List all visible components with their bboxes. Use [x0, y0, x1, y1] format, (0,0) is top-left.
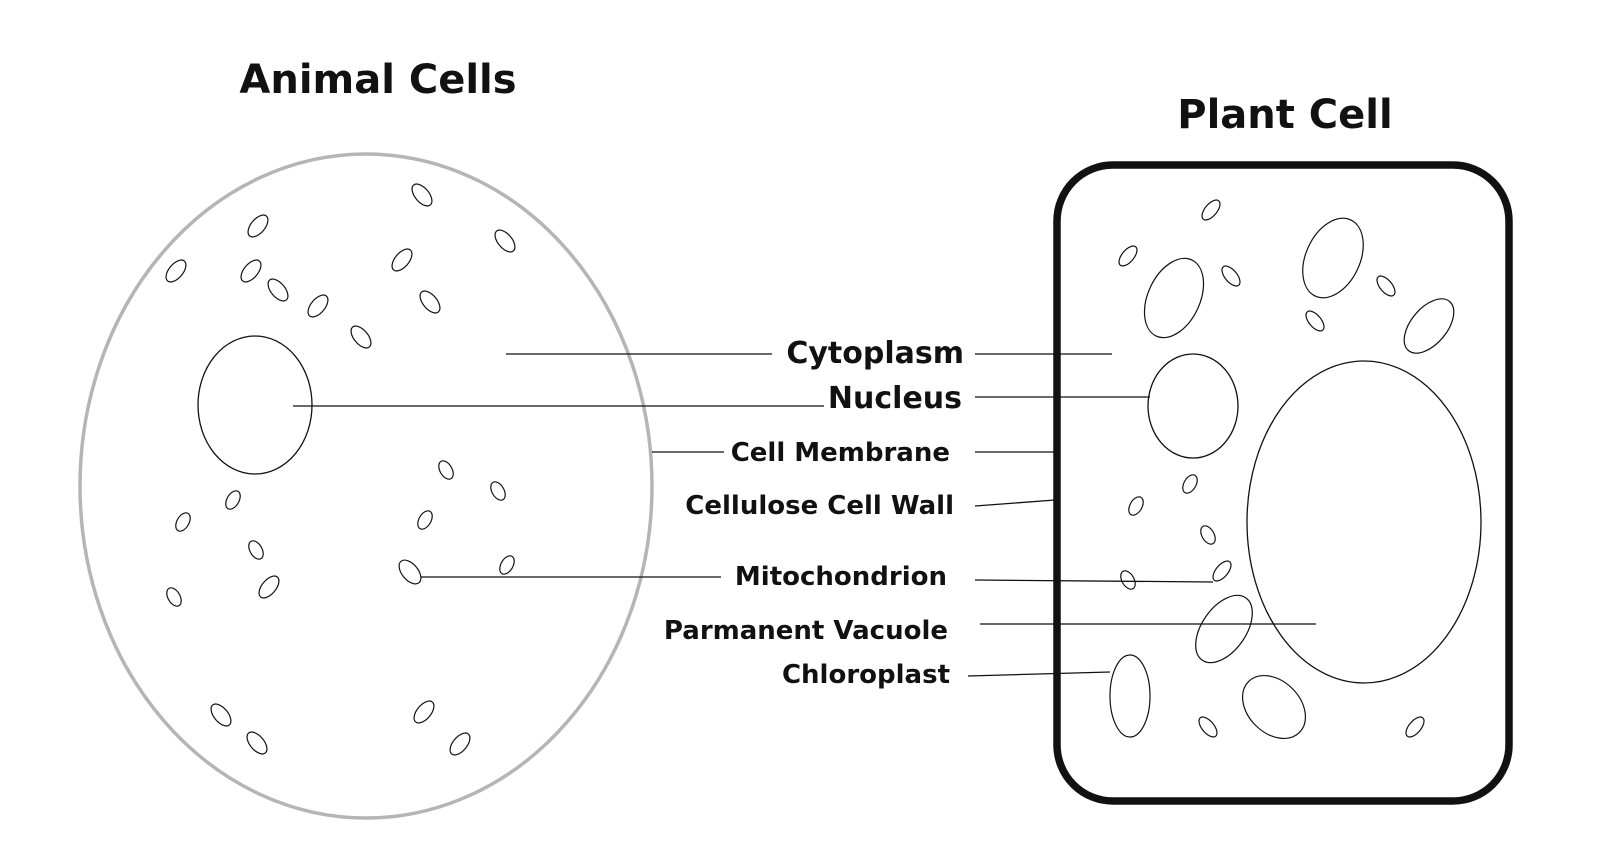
- plant-chloroplast: [1143, 257, 1205, 339]
- plant-mitochondrion: [1221, 265, 1241, 287]
- mitochondrion-leader-right: [974, 579, 1214, 583]
- animal-mitochondrion: [267, 278, 289, 302]
- plant-mitochondrion: [1120, 570, 1136, 590]
- plant-cell: [1053, 161, 1513, 805]
- plant-chloroplast: [1302, 217, 1364, 299]
- animal-cell-membrane: [78, 152, 654, 820]
- label-permanent-vacuole: Parmanent Vacuole: [664, 616, 948, 646]
- plant-cell-wall: [1053, 161, 1513, 805]
- animal-cell-title: Animal Cells: [239, 57, 516, 103]
- plant-mitochondrion: [1200, 525, 1216, 545]
- plant-cell-title: Plant Cell: [1177, 92, 1392, 138]
- label-nucleus: Nucleus: [828, 381, 962, 416]
- animal-mitochondrion: [350, 325, 372, 349]
- animal-mitochondrion: [438, 460, 454, 480]
- plant-mitochondrion: [1182, 474, 1198, 494]
- label-mitochondrion: Mitochondrion: [735, 562, 947, 592]
- animal-mitochondrion: [417, 510, 433, 530]
- plant-chloroplast: [1403, 298, 1455, 354]
- animal-mitochondrion: [499, 555, 515, 575]
- animal-mitochondrion: [391, 248, 413, 272]
- plant-mitochondrion: [1405, 716, 1425, 738]
- plant-mitochondrion: [1376, 275, 1396, 297]
- animal-mitochondrion: [165, 259, 187, 283]
- plant-chloroplast: [1241, 674, 1307, 740]
- plant-mitochondrion: [1128, 496, 1144, 516]
- labels-group: Cytoplasm Nucleus Cell Membrane Cellulos…: [293, 336, 1316, 690]
- animal-mitochondrion: [246, 731, 268, 755]
- plant-mitochondrion: [1198, 716, 1218, 738]
- plant-mitochondrion: [1305, 310, 1325, 332]
- plant-mitochondrion: [1118, 245, 1138, 267]
- cell-wall-leader: [974, 499, 1056, 507]
- animal-mitochondrion: [411, 183, 433, 207]
- animal-mitochondrion: [210, 703, 232, 727]
- animal-mitochondria-group: [165, 183, 516, 756]
- animal-mitochondrion: [398, 559, 422, 585]
- plant-vacuole: [1246, 360, 1482, 684]
- label-chloroplast: Chloroplast: [782, 660, 950, 690]
- animal-mitochondrion: [240, 259, 262, 283]
- label-cell-membrane: Cell Membrane: [731, 438, 950, 468]
- animal-cell: [78, 152, 654, 820]
- animal-nucleus: [197, 335, 313, 475]
- plant-organelles-group: [1109, 199, 1455, 740]
- animal-mitochondrion: [225, 490, 241, 510]
- animal-mitochondrion: [166, 587, 182, 607]
- label-cytoplasm: Cytoplasm: [786, 336, 964, 371]
- animal-mitochondrion: [307, 294, 329, 318]
- chloroplast-leader: [967, 671, 1111, 677]
- animal-mitochondrion: [413, 700, 435, 724]
- animal-mitochondrion: [248, 540, 264, 560]
- animal-mitochondrion: [419, 290, 441, 314]
- plant-chloroplast: [1109, 654, 1151, 738]
- animal-mitochondrion: [258, 575, 280, 599]
- animal-mitochondrion: [494, 229, 516, 253]
- plant-nucleus: [1147, 353, 1239, 459]
- animal-mitochondrion: [175, 512, 191, 532]
- plant-chloroplast: [1195, 594, 1253, 664]
- animal-mitochondrion: [449, 732, 471, 756]
- plant-mitochondrion: [1212, 560, 1232, 582]
- animal-mitochondrion: [490, 481, 506, 501]
- animal-mitochondrion: [247, 214, 269, 238]
- plant-mitochondrion: [1201, 199, 1221, 221]
- label-cellulose-cell-wall: Cellulose Cell Wall: [685, 491, 954, 521]
